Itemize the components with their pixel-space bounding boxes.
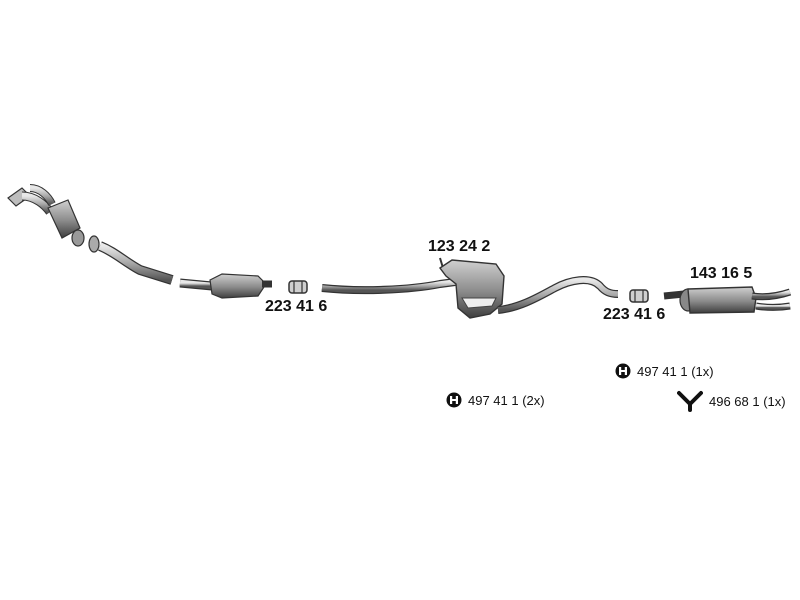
centre-silencer-shape (438, 257, 505, 319)
part-number-rear-silencer: 143 16 5 (690, 265, 753, 282)
rear-silencer-shape (663, 286, 792, 314)
rear-pipe (497, 276, 619, 314)
part-number-clamp-rear: 223 41 6 (603, 306, 666, 323)
front-downpipe (7, 184, 85, 247)
accessory-label: 497 41 1 (1x) (637, 363, 714, 379)
accessory-hanger-y: 496 68 1 (1x) (677, 390, 786, 412)
accessory-hanger-a: 497 41 1 (2x) (446, 392, 545, 408)
part-number-clamp-front: 223 41 6 (265, 298, 328, 315)
y-hanger-icon (677, 391, 703, 412)
rubber-hanger-icon (446, 392, 462, 408)
accessory-label: 496 68 1 (1x) (709, 393, 786, 409)
catalytic-converter (179, 273, 272, 299)
rubber-hanger-icon (615, 363, 631, 379)
part-number-centre-silencer: 123 24 2 (428, 238, 491, 255)
clamp-front-shape (288, 280, 308, 294)
accessory-hanger-b: 497 41 1 (1x) (615, 363, 714, 379)
clamp-rear-shape (629, 289, 649, 303)
front-pipe (88, 235, 174, 285)
accessory-label: 497 41 1 (2x) (468, 392, 545, 408)
intermediate-pipe (321, 278, 456, 295)
